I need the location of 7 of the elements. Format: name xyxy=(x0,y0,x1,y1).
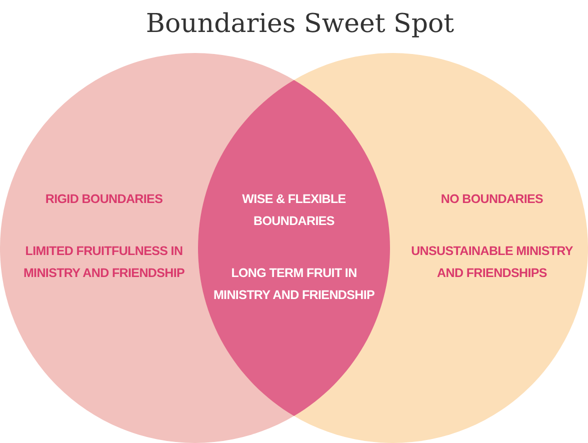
title: Boundaries Sweet Spot xyxy=(144,8,456,40)
heading-text: RIGID BOUNDARIES xyxy=(45,191,163,208)
body-text: LIMITED FRUITFULNESS IN MINISTRY AND FRIENDSHIP xyxy=(22,243,186,282)
heading-text: WISE & FLEXIBLE BOUNDARIES xyxy=(241,191,347,230)
body-text: LONG TERM FRUIT IN MINISTRY AND FRIENDSHIP xyxy=(212,265,376,304)
body-text: UNSUSTAINABLE MINISTRY AND FRIENDSHIPS xyxy=(410,243,574,282)
heading-text: NO BOUNDARIES xyxy=(440,191,544,208)
